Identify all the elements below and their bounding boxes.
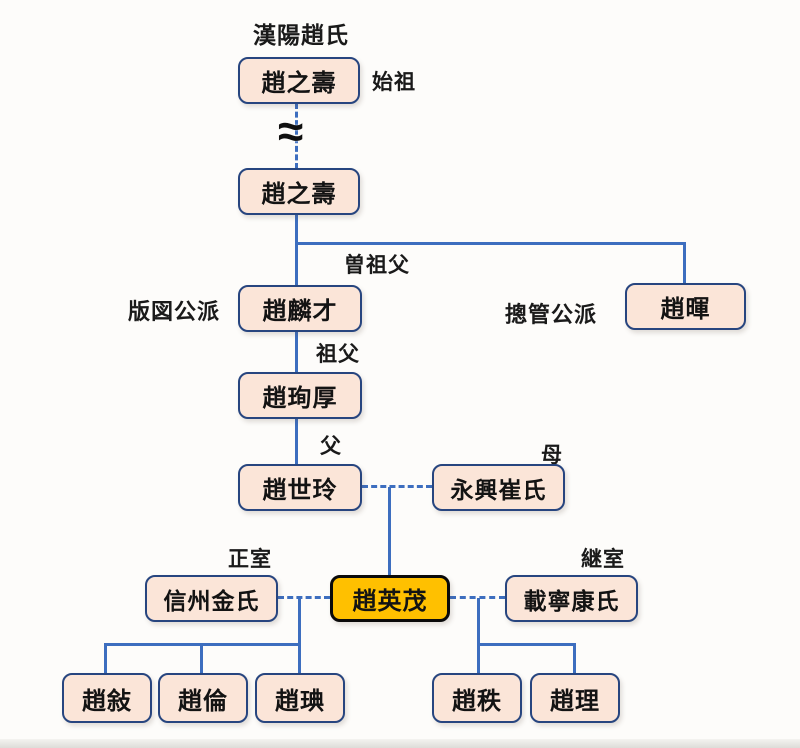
- label-great-grandfather: 曽祖父: [344, 254, 410, 277]
- edge-secondwife-children-drop: [477, 598, 480, 674]
- node-chonggwan-member: 趙暉: [625, 283, 746, 330]
- edge-firstwife-subject-marriage: [278, 596, 330, 599]
- generation-gap-symbol: ≈: [278, 105, 304, 157]
- edge-subject-secondwife-marriage: [450, 596, 505, 599]
- node-subject: 趙英茂: [330, 575, 450, 622]
- edge-branch-horizontal: [295, 242, 686, 245]
- edge-father-mother-marriage: [362, 485, 432, 488]
- label-father: 父: [320, 435, 342, 458]
- label-pando-branch: 版図公派: [128, 299, 221, 324]
- node-son2: 趙倫: [158, 673, 248, 723]
- label-second-wife: 継室: [581, 548, 625, 571]
- node-son3: 趙琠: [255, 673, 345, 723]
- edge-grandfather-father: [295, 418, 298, 465]
- node-father: 趙世玲: [238, 464, 362, 511]
- node-second-wife: 載寧康氏: [505, 575, 638, 622]
- label-founder: 始祖: [372, 71, 416, 94]
- edge-ancestor-down: [295, 214, 298, 287]
- edge-firstwife-children-bar: [105, 643, 301, 646]
- edge-to-chonggwan-member: [683, 242, 686, 284]
- node-ancestor: 趙之壽: [238, 168, 360, 215]
- node-first-wife: 信州金氏: [145, 575, 278, 622]
- node-mother: 永興崔氏: [432, 464, 565, 511]
- edge-greatgrandfather-grandfather: [295, 331, 298, 373]
- edge-secondwife-children-bar: [478, 643, 575, 646]
- video-frame-bottom-edge: [0, 739, 800, 748]
- node-founder: 趙之壽: [238, 57, 360, 104]
- node-son1: 趙敍: [62, 673, 152, 723]
- edge-to-son5: [573, 643, 576, 674]
- node-son5: 趙理: [530, 673, 620, 723]
- label-chonggwan-branch: 摠管公派: [505, 302, 598, 327]
- clan-title: 漢陽趙氏: [253, 22, 349, 48]
- label-grandfather: 祖父: [316, 343, 360, 366]
- node-grandfather: 趙珣厚: [238, 372, 362, 419]
- label-first-wife: 正室: [228, 548, 272, 571]
- node-son4: 趙秩: [432, 673, 522, 723]
- node-great-grandfather: 趙麟才: [238, 285, 362, 332]
- edge-parents-subject: [388, 487, 391, 576]
- edge-firstwife-children-drop: [298, 598, 301, 674]
- edge-to-son2: [200, 643, 203, 674]
- edge-founder-ancestor-dashed: [295, 103, 298, 169]
- edge-to-son1: [104, 643, 107, 674]
- label-mother: 母: [541, 444, 563, 467]
